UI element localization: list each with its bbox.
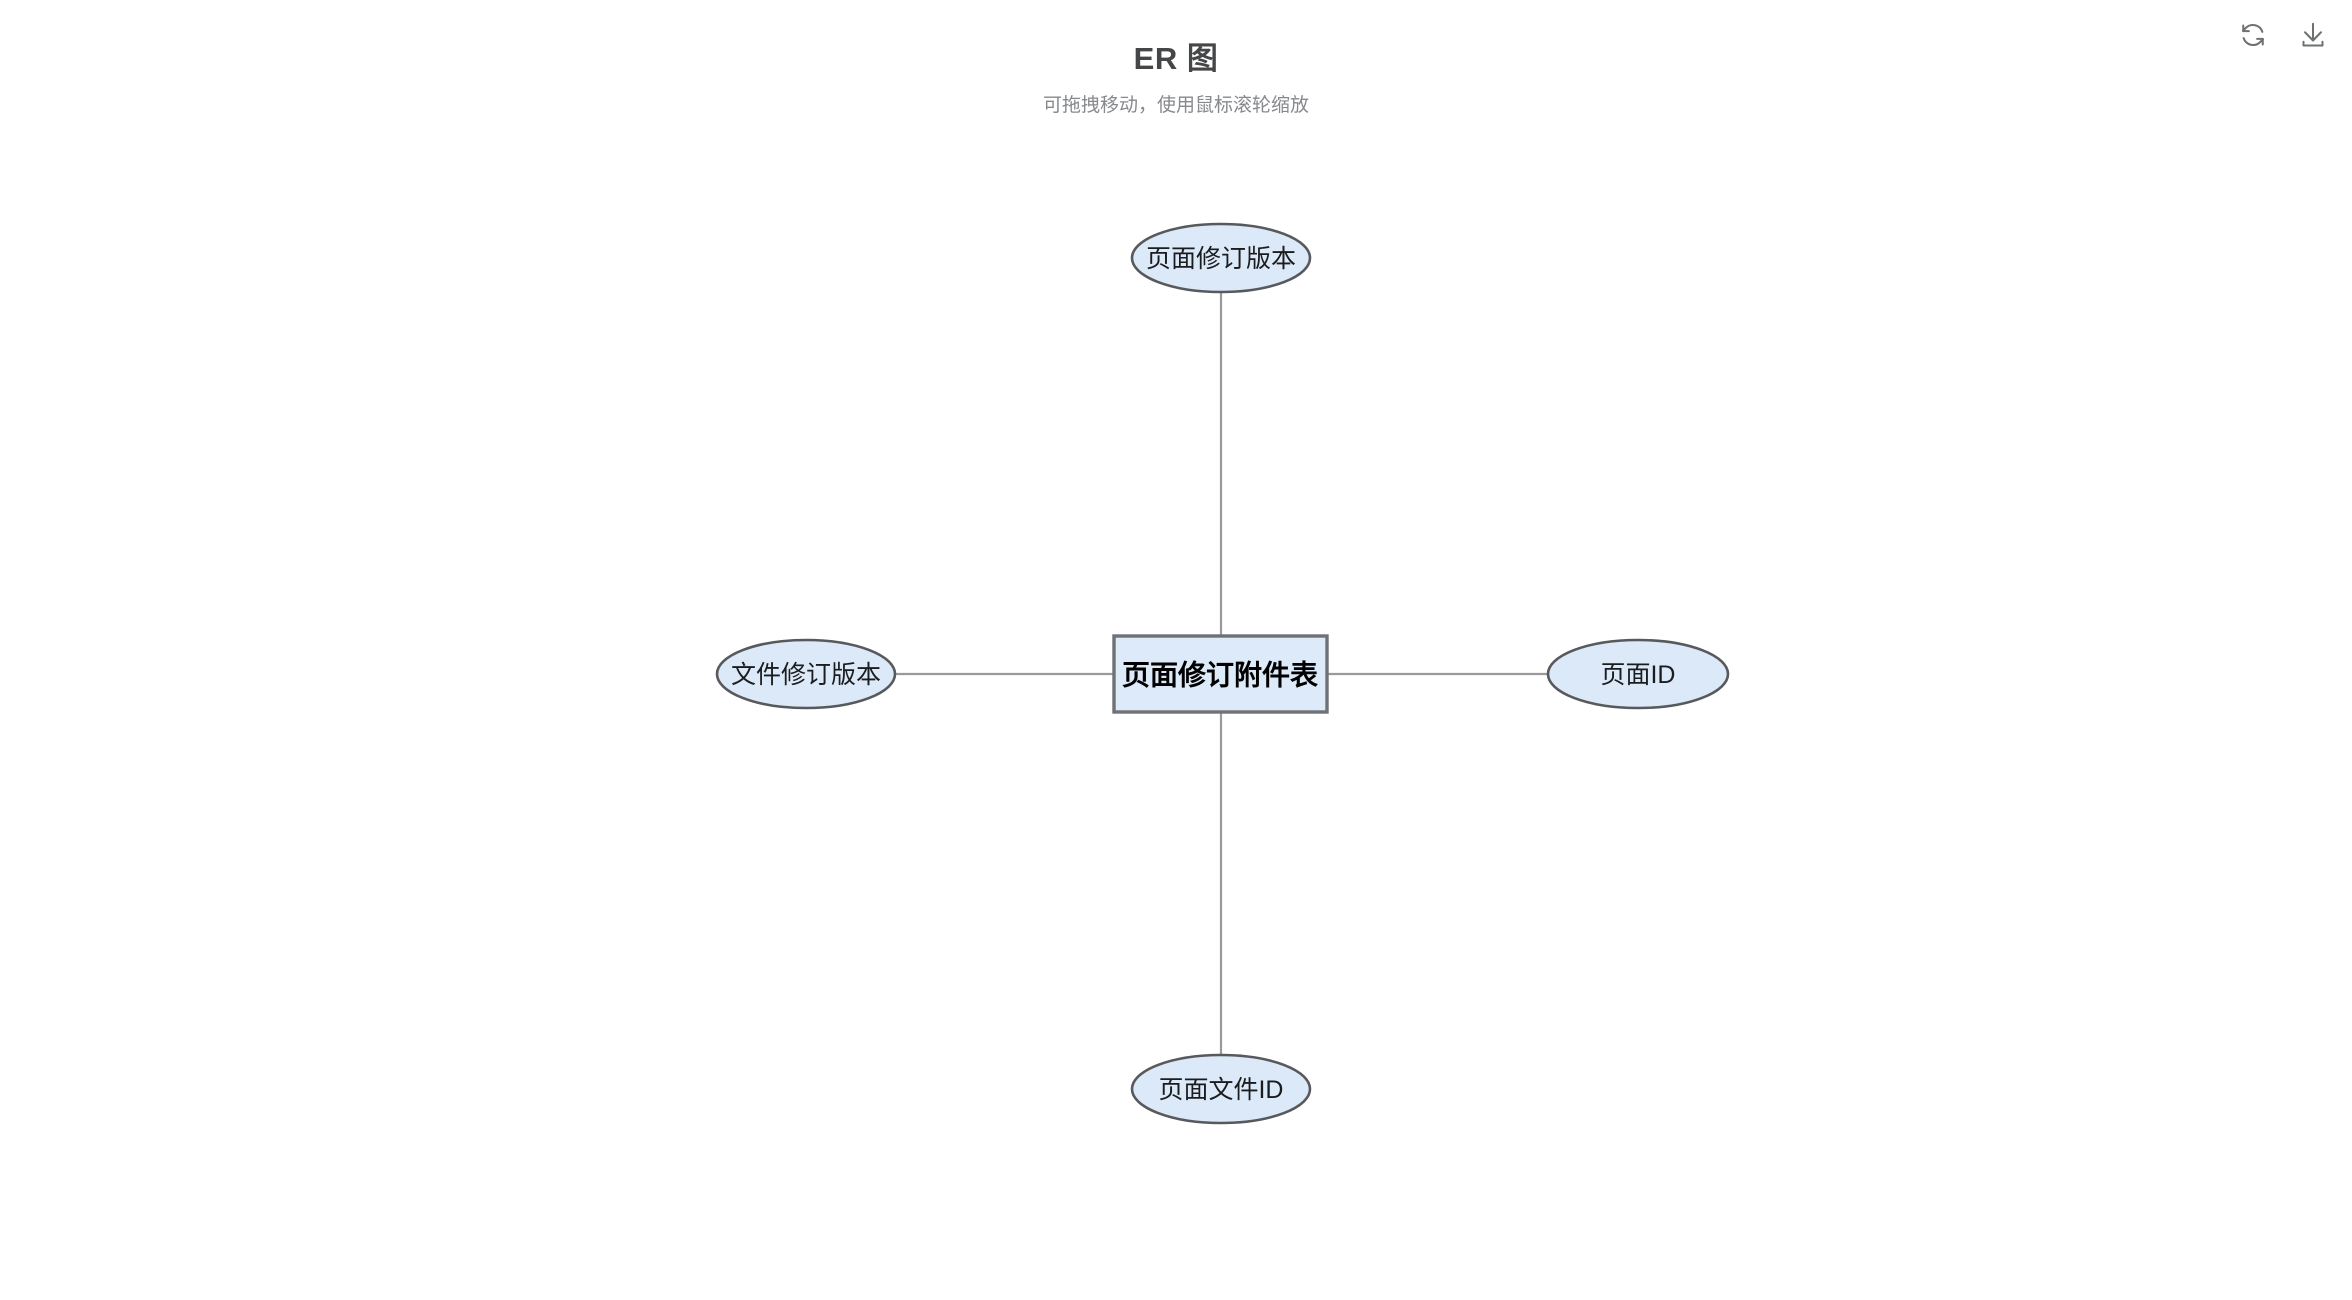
download-icon (2298, 20, 2328, 50)
toolbar (2236, 0, 2352, 70)
attribute-node-page-file-id[interactable]: 页面文件ID (1130, 1053, 1312, 1125)
attribute-ellipse[interactable] (715, 638, 897, 710)
attribute-ellipse[interactable] (1546, 638, 1730, 710)
download-button[interactable] (2296, 18, 2330, 52)
attribute-node-page-id[interactable]: 页面ID (1546, 638, 1730, 710)
attribute-label: 页面文件ID (1158, 1076, 1283, 1104)
attribute-ellipse[interactable] (1130, 222, 1312, 294)
attribute-node-page-revision-version[interactable]: 页面修订版本 (1130, 222, 1312, 294)
entity-rect[interactable] (1112, 634, 1329, 714)
attribute-node-file-revision-version[interactable]: 文件修订版本 (715, 638, 897, 710)
entity-node-page-revision-attachment-table[interactable]: 页面修订附件表 (1112, 634, 1329, 714)
attribute-label: 文件修订版本 (731, 661, 881, 689)
attribute-ellipse[interactable] (1130, 1053, 1312, 1125)
attribute-label: 页面修订版本 (1146, 245, 1296, 273)
edge-group (895, 292, 1548, 1055)
attribute-label: 页面ID (1600, 661, 1675, 689)
reset-view-button[interactable] (2236, 18, 2270, 52)
refresh-icon (2238, 20, 2268, 50)
entity-label: 页面修订附件表 (1122, 660, 1318, 691)
